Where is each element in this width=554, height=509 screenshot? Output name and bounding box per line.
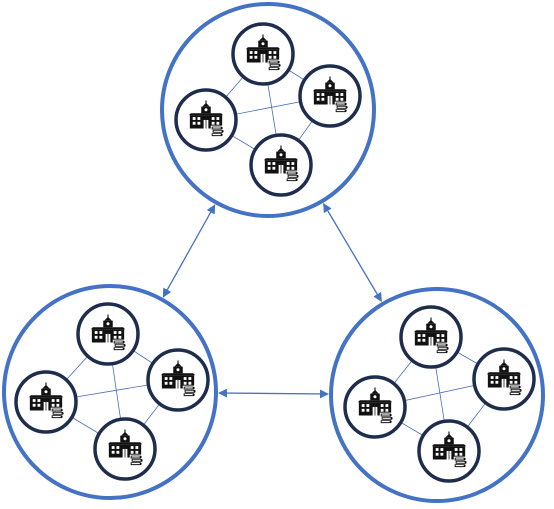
- school-node: [298, 64, 362, 128]
- cluster-ring: [329, 287, 545, 503]
- school-node: [76, 302, 140, 366]
- cluster-ring: [160, 2, 376, 218]
- cluster-link-top-to-bottom-right: [323, 202, 382, 303]
- school-node: [93, 417, 157, 481]
- cluster-link-bottom-left-to-bottom-right: [218, 388, 329, 399]
- school-node: [249, 133, 313, 197]
- cluster-top: [160, 2, 376, 218]
- school-node: [231, 22, 295, 86]
- school-node: [14, 370, 78, 434]
- school-node: [399, 305, 463, 369]
- cluster-link-top-to-bottom-left: [162, 204, 216, 298]
- cluster-bottom-left: [2, 284, 218, 500]
- school-node: [343, 375, 407, 439]
- school-node: [174, 88, 238, 152]
- school-node: [146, 348, 210, 412]
- school-node: [417, 419, 481, 483]
- cluster-bottom-right: [329, 287, 545, 503]
- cluster-ring: [2, 284, 218, 500]
- school-node: [472, 347, 536, 411]
